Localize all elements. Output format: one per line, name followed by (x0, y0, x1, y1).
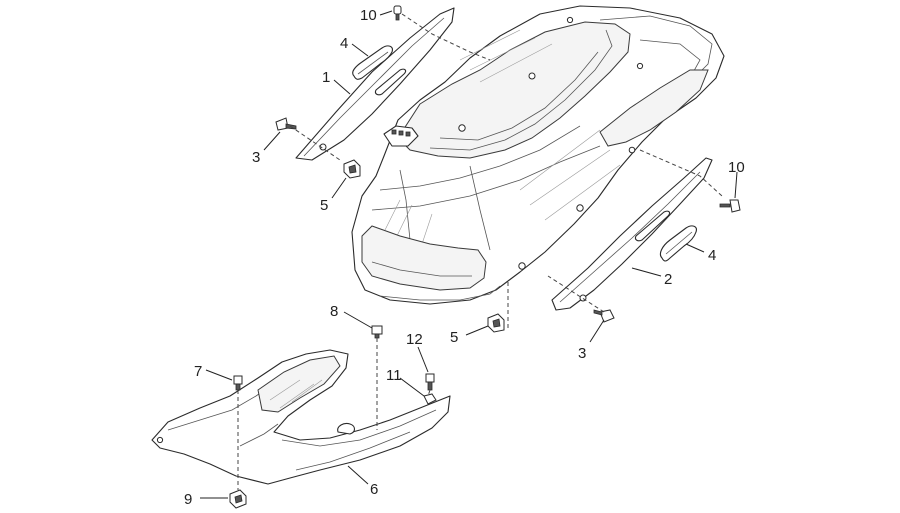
panel-slot-left (374, 68, 407, 96)
assembly-lines (237, 13, 723, 490)
clip-nut-5-bottom (487, 313, 505, 333)
main-body-shell (351, 5, 725, 305)
callout-2: 2 (664, 271, 672, 288)
callout-10-right: 10 (728, 159, 745, 176)
callout-6: 6 (370, 481, 378, 498)
callout-3-right: 3 (578, 345, 586, 362)
callout-12: 12 (406, 331, 423, 348)
screw-10-top (393, 5, 402, 21)
screw-7 (233, 375, 243, 391)
callout-5-bottom: 5 (450, 329, 458, 346)
panel-slot-right (634, 210, 671, 242)
side-panel-left (295, 7, 455, 161)
screw-8 (371, 325, 383, 339)
side-panel-right (551, 157, 713, 311)
nut-11 (423, 393, 437, 405)
screw-10-right (719, 199, 741, 213)
callout-4-left: 4 (340, 35, 348, 52)
screw-12 (425, 373, 435, 391)
callout-10-top: 10 (360, 7, 377, 24)
gasket-oval-left (352, 45, 393, 80)
callout-labels: 10 4 1 3 5 10 4 2 3 8 5 12 7 11 9 6 (184, 7, 745, 508)
clip-nut-5-left (343, 159, 361, 179)
callout-7: 7 (194, 363, 202, 380)
callout-11: 11 (386, 367, 402, 384)
screw-3-right (593, 309, 615, 323)
gasket-oval-right (659, 225, 697, 262)
callout-1: 1 (322, 69, 330, 86)
callout-5-left: 5 (320, 197, 328, 214)
callout-3-left: 3 (252, 149, 260, 166)
callout-4-right: 4 (708, 247, 716, 264)
clip-9 (229, 489, 247, 509)
under-tray (151, 349, 451, 485)
callout-9: 9 (184, 491, 192, 508)
leader-lines (200, 10, 738, 499)
callout-8: 8 (330, 303, 338, 320)
